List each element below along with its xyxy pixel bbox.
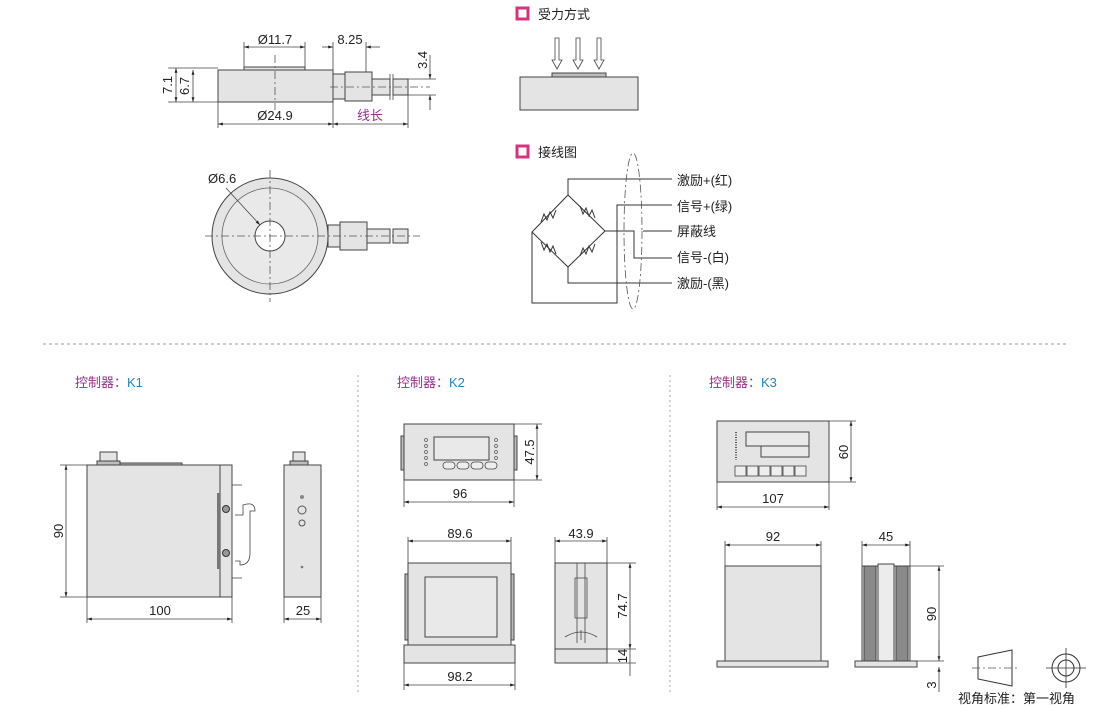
dim-panel-height: 60: [836, 445, 851, 459]
projection-symbol: 视角标准：第一视角: [958, 648, 1086, 706]
dim-body-height: 74.7: [615, 593, 630, 618]
dim-depth: 43.9: [568, 526, 593, 541]
dim-width: 100: [149, 603, 171, 618]
dim-plate-height: 3: [924, 681, 939, 688]
sensor-side-view: Ø11.7 8.25 Ø24.9 线长 7.1 6.7 3.4: [160, 32, 436, 128]
dim-body-diameter: Ø24.9: [257, 108, 292, 123]
wiring-title: 接线图: [538, 145, 577, 160]
wire-label: 激励-(黑): [677, 276, 729, 291]
sensor-top-view: Ø6.6: [205, 170, 420, 302]
dim-body-height: 90: [924, 607, 939, 621]
wiring-section: 接线图 激励+(红) 信号+(绿) 屏蔽线 信号-(白) 激励-(黑): [515, 144, 732, 310]
wire-label: 信号+(绿): [677, 199, 732, 214]
dim-panel-height: 47.5: [522, 439, 537, 464]
first-angle-circle-icon: [1046, 648, 1086, 688]
dim-panel-width: 96: [453, 486, 467, 501]
bridge-circuit: [531, 178, 672, 304]
dim-body-width: 89.6: [447, 526, 472, 541]
projection-label: 视角标准：第一视角: [958, 691, 1075, 706]
section-bullet-icon: [515, 6, 530, 21]
dim-panel-width: 107: [762, 491, 784, 506]
wire-label: 信号-(白): [677, 250, 729, 265]
force-arrows-icon: [551, 37, 605, 70]
wire-label: 屏蔽线: [677, 224, 716, 239]
controller-k1: 控制器：K1 90 100 25: [51, 375, 322, 623]
dim-connector: 8.25: [337, 32, 362, 47]
controller-title: 控制器：K2: [397, 375, 465, 390]
dim-total-height: 7.1: [160, 76, 175, 94]
force-title: 受力方式: [538, 7, 590, 22]
dim-top-diameter: Ø11.7: [258, 32, 292, 47]
wire-label: 激励+(红): [677, 173, 732, 188]
dim-cable-length: 线长: [357, 108, 383, 123]
force-section: 受力方式: [515, 6, 639, 111]
controller-title: 控制器：K1: [75, 375, 143, 390]
dim-body-width: 92: [766, 529, 780, 544]
dim-depth: 45: [879, 529, 893, 544]
dim-plate-width: 98.2: [447, 669, 472, 684]
controller-k2: 控制器：K2 47.5 96 89.6 98.2 43.9 74.7 14: [397, 375, 636, 690]
first-angle-trapezoid-icon: [977, 649, 1013, 687]
dim-depth: 25: [296, 603, 310, 618]
section-bullet-icon: [515, 144, 530, 159]
dim-hole-diameter: Ø6.6: [208, 171, 236, 186]
dim-body-height: 6.7: [177, 77, 192, 95]
dim-plate-height: 14: [615, 649, 630, 663]
controller-title: 控制器：K3: [709, 375, 777, 390]
dim-cable-diameter: 3.4: [415, 51, 430, 69]
dim-height: 90: [51, 524, 66, 538]
controller-k3: 控制器：K3 60 107 92 45 90 3: [709, 375, 944, 692]
